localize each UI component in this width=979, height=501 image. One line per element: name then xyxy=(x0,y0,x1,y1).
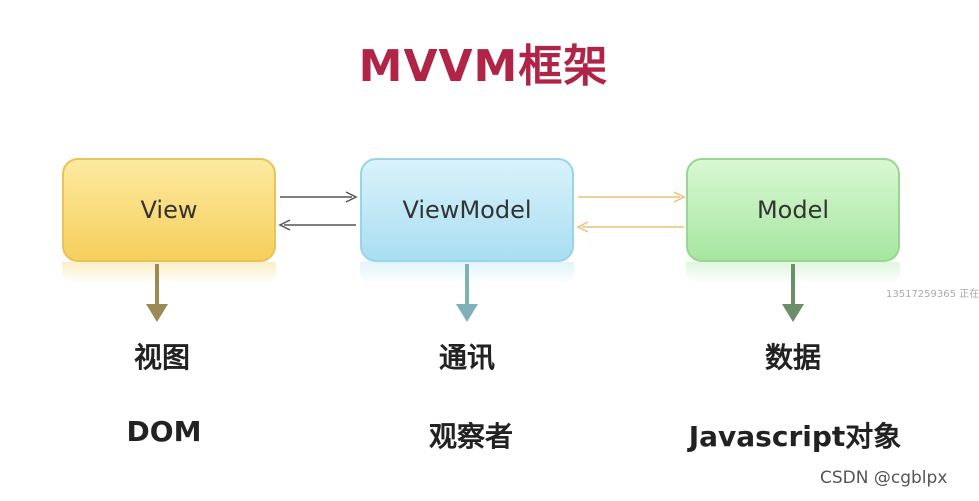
diagram-title: MVVM框架 xyxy=(358,41,609,92)
view-down-arrow xyxy=(146,264,168,322)
view-role-label: 视图 xyxy=(133,341,190,374)
model-detail-label: Javascript对象 xyxy=(688,420,902,453)
viewmodel-down-arrow xyxy=(456,264,478,322)
view-box-reflection xyxy=(62,262,276,284)
model-down-arrow xyxy=(782,264,804,322)
model-role-label: 数据 xyxy=(764,341,821,374)
viewmodel-detail-label: 观察者 xyxy=(428,420,513,453)
model-box-label: Model xyxy=(756,196,830,224)
csdn-watermark: CSDN @cgblpx xyxy=(820,468,948,488)
viewmodel-box: ViewModel xyxy=(360,158,574,262)
viewmodel-box-label: ViewModel xyxy=(402,196,532,224)
view-detail-label: DOM xyxy=(126,415,202,448)
view-box-label: View xyxy=(140,196,198,224)
view-box: View xyxy=(62,158,276,262)
model-box: Model xyxy=(686,158,900,262)
side-watermark: 13517259365 正在 xyxy=(886,289,979,300)
viewmodel-role-label: 通讯 xyxy=(438,341,495,374)
